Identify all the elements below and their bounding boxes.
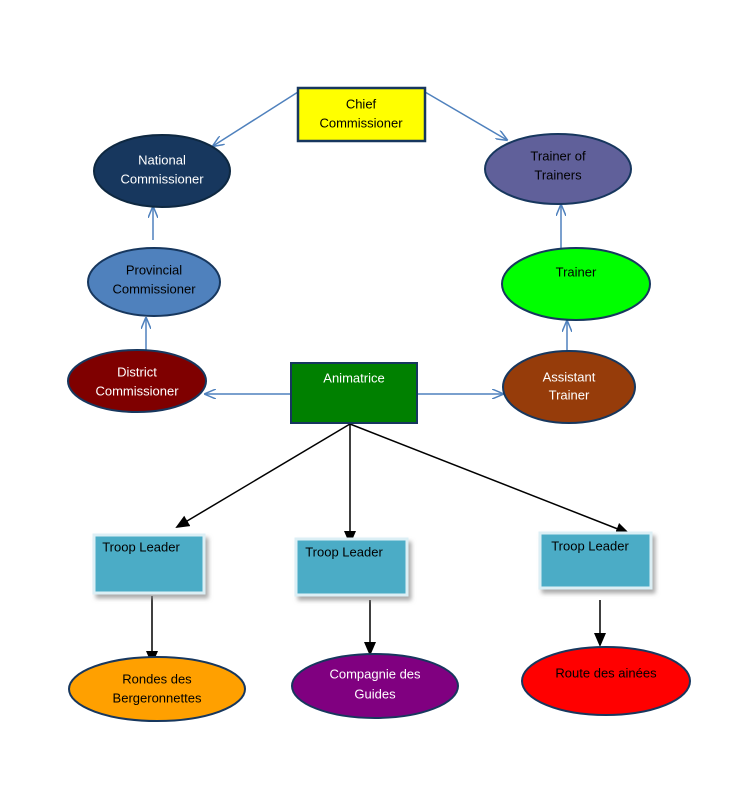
rondes-label-line1: Rondes des (122, 671, 192, 686)
compagnie-label-line2: Guides (354, 686, 396, 701)
assistant-trainer-label-line1: Assistant (543, 369, 596, 384)
blue-connectors (146, 91, 567, 394)
node-trainer-of-trainers: Trainer of Trainers (484, 133, 632, 205)
node-chief-commissioner: Chief Commissioner (296, 86, 427, 143)
compagnie-label-line1: Compagnie des (329, 666, 421, 681)
node-route-des-ainees: Route des ainées (521, 646, 691, 716)
troop-leader-1-label: Troop Leader (102, 539, 180, 554)
rondes-label-line2: Bergeronnettes (113, 690, 202, 705)
node-troop-leader-2 (294, 537, 409, 597)
national-commissioner-label-line1: National (138, 152, 186, 167)
black-connectors (146, 423, 630, 665)
chief-commissioner-label-line2: Commissioner (319, 115, 403, 130)
trainer-label: Trainer (556, 264, 597, 279)
animatrice-label: Animatrice (323, 370, 384, 385)
provincial-commissioner-label-line2: Commissioner (112, 281, 196, 296)
node-troop-leader-1 (92, 533, 206, 595)
trainer-of-trainers-label-line2: Trainers (534, 167, 582, 182)
district-commissioner-label-line2: Commissioner (95, 383, 179, 398)
provincial-commissioner-label-line1: Provincial (126, 262, 182, 277)
node-assistant-trainer: Assistant Trainer (502, 350, 636, 424)
troop-leader-2-label: Troop Leader (305, 544, 383, 559)
node-troop-leader-3 (538, 531, 653, 590)
node-animatrice: Animatrice (290, 362, 418, 424)
node-district-commissioner: District Commissioner (67, 349, 207, 413)
node-trainer: Trainer (501, 247, 651, 321)
troop-leader-3-label: Troop Leader (551, 538, 629, 553)
node-compagnie-des-guides: Compagnie des Guides (291, 653, 459, 719)
node-provincial-commissioner: Provincial Commissioner (87, 247, 221, 317)
connector-chief-to-trainer-of-trainers (424, 91, 507, 140)
chief-commissioner-label-line1: Chief (346, 96, 377, 111)
connector-animatrice-to-troop-leader-1 (175, 423, 351, 529)
node-rondes-des-bergeronnettes: Rondes des Bergeronnettes (68, 656, 246, 722)
trainer-of-trainers-label-line1: Trainer of (530, 148, 586, 163)
national-commissioner-label-line2: Commissioner (120, 171, 204, 186)
route-label: Route des ainées (555, 665, 657, 680)
connector-animatrice-to-troop-leader-3 (349, 423, 630, 535)
node-national-commissioner: National Commissioner (93, 134, 231, 208)
district-commissioner-label-line1: District (117, 364, 157, 379)
assistant-trainer-label-line2: Trainer (549, 387, 590, 402)
connector-chief-to-national (213, 91, 299, 146)
